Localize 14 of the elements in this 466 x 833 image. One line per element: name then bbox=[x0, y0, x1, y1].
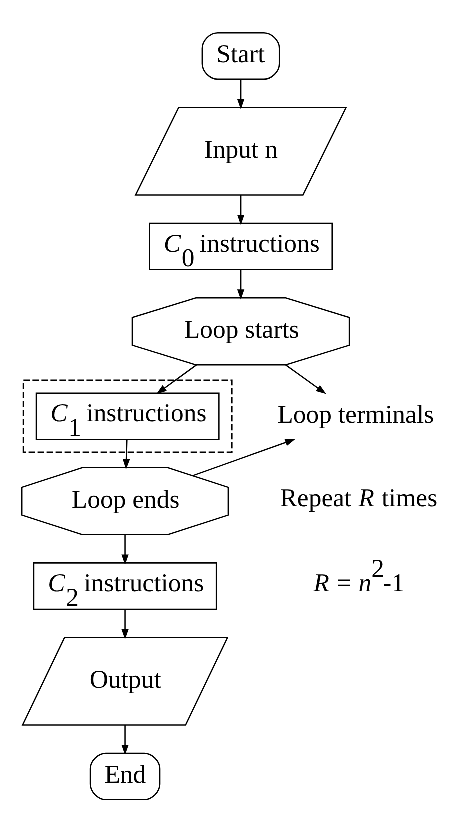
arrow bbox=[122, 535, 129, 566]
node-box: Start bbox=[202, 32, 280, 80]
cluster bbox=[22, 380, 233, 454]
arrow bbox=[286, 364, 326, 394]
arrow bbox=[122, 725, 129, 756]
label: Repeat R times bbox=[280, 484, 438, 513]
arrow bbox=[237, 195, 245, 226]
arrow bbox=[122, 440, 130, 470]
arrow bbox=[237, 270, 245, 300]
arrow bbox=[122, 610, 129, 640]
arrow bbox=[237, 80, 245, 110]
node-box: End bbox=[90, 752, 161, 800]
arrow bbox=[193, 439, 296, 476]
node-text: Loop terminals bbox=[278, 400, 434, 429]
